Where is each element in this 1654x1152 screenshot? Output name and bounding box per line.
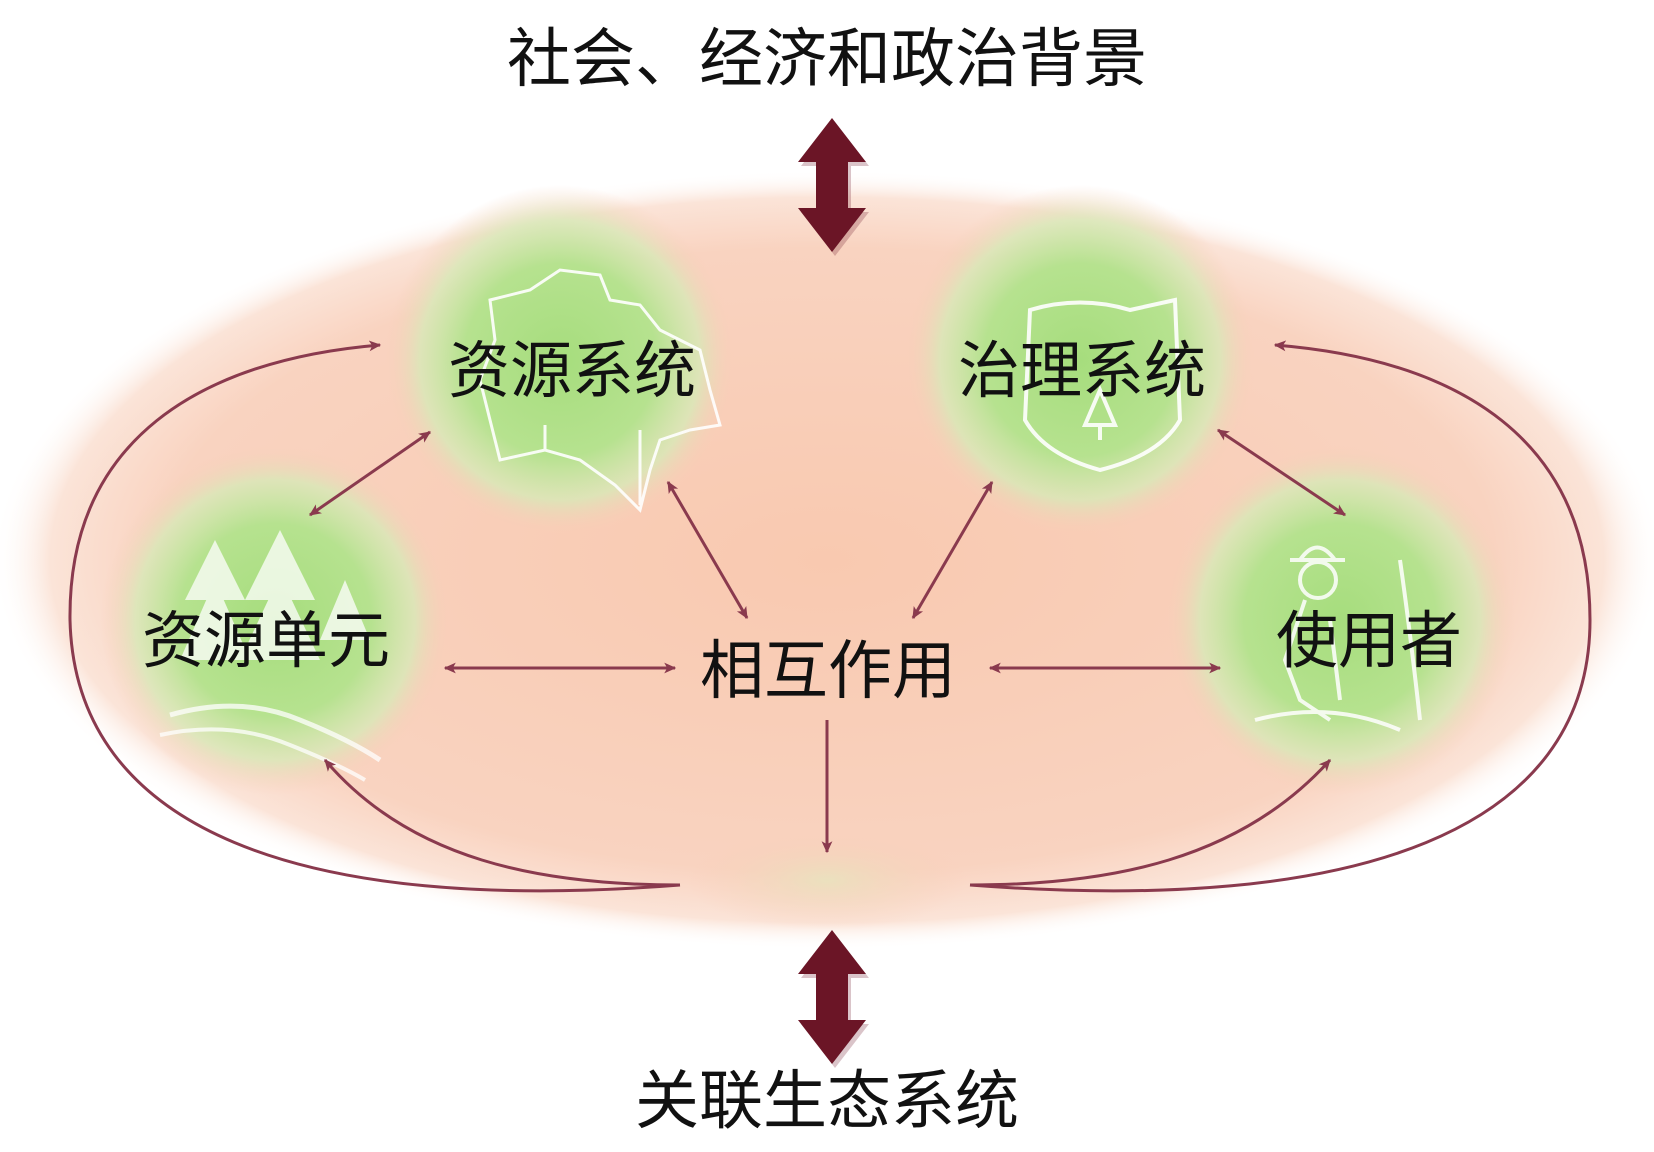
context-link-arrow: [798, 118, 869, 256]
outer-left-feedback-arrow: [68, 340, 681, 893]
outcome-to-resource-units-arrow: [323, 759, 681, 887]
rs-ru-arrow: [309, 430, 431, 517]
trees-icon: [159, 530, 382, 782]
outcome-to-users-arrow: [969, 758, 1332, 887]
outer-right-feedback-arrow: [969, 340, 1592, 893]
governance-system-label: 治理系统: [958, 334, 1207, 407]
ecosystem-link-arrow: [798, 930, 869, 1068]
interactions-label: 相互作用: [700, 635, 956, 709]
gs-interactions-arrow: [911, 480, 994, 620]
users-glow: [1165, 445, 1515, 795]
interactions-glow: [687, 830, 967, 930]
fisherman-icon: [1254, 545, 1422, 732]
map-icon: [478, 268, 722, 513]
resource-system-glow: [385, 185, 735, 535]
context-label: 社会、经济和政治背景: [507, 23, 1147, 97]
resource-units-label: 资源单元: [142, 604, 391, 677]
governance-system-glow: [905, 185, 1255, 535]
users-label: 使用者: [1276, 604, 1463, 677]
ecosystem-label: 关联生态系统: [635, 1065, 1019, 1139]
rs-interactions-arrow: [666, 480, 749, 620]
resource-system-label: 资源系统: [448, 334, 697, 407]
shield-icon: [1022, 297, 1183, 473]
gs-users-arrow: [1217, 428, 1346, 517]
